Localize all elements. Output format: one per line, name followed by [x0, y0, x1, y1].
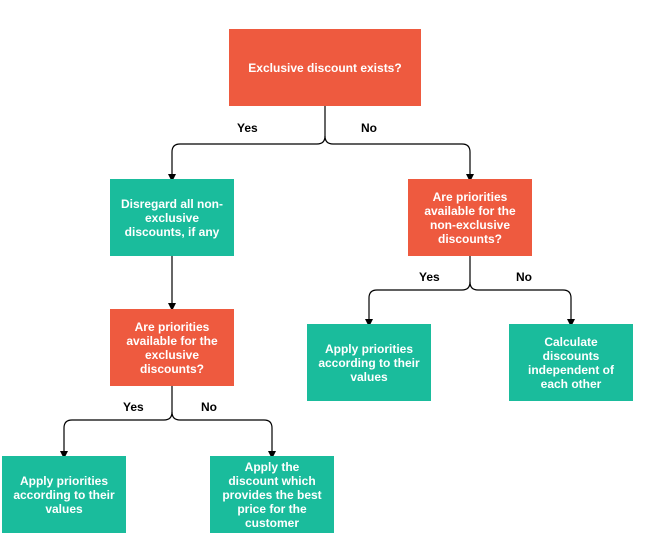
node-apply-best-price: Apply the discount which provides the be… [210, 456, 334, 533]
node-exclusive-discount-exists: Exclusive discount exists? [229, 29, 421, 106]
node-apply-priorities-right: Apply priorities according to their valu… [307, 324, 431, 401]
node-apply-priorities-left: Apply priorities according to their valu… [2, 456, 126, 533]
edge-label-root-no: No [361, 121, 377, 135]
connector-nonexclusive-to-apply-values [365, 256, 471, 327]
node-label: Are priorities available for the non-exc… [424, 189, 516, 246]
connector-root-to-priorities-nonexclusive [324, 135, 474, 182]
node-disregard-non-exclusive: Disregard all non- exclusive discounts, … [110, 179, 234, 256]
edge-label-exclusive-no: No [201, 400, 217, 414]
edge-label-exclusive-yes: Yes [123, 400, 144, 414]
node-label: Apply the discount which provides the be… [222, 459, 322, 530]
node-priorities-exclusive: Are priorities available for the exclusi… [110, 309, 234, 386]
connector-root-to-disregard [168, 106, 326, 182]
node-priorities-non-exclusive: Are priorities available for the non-exc… [408, 179, 532, 256]
node-label: Are priorities available for the exclusi… [126, 319, 218, 376]
node-label: Exclusive discount exists? [248, 60, 402, 75]
connector-exclusive-to-best-price [171, 411, 276, 459]
edge-label-nonexclusive-yes: Yes [419, 270, 440, 284]
node-label: Calculate discounts independent of each … [528, 334, 614, 391]
connector-exclusive-to-apply-values [60, 386, 173, 459]
edge-label-root-yes: Yes [237, 121, 258, 135]
connector-nonexclusive-to-calculate [469, 281, 575, 327]
node-label: Apply priorities according to their valu… [13, 473, 115, 516]
node-label: Disregard all non- exclusive discounts, … [120, 196, 224, 239]
node-calculate-independent: Calculate discounts independent of each … [509, 324, 633, 401]
node-label: Apply priorities according to their valu… [318, 341, 420, 384]
edge-label-nonexclusive-no: No [516, 270, 532, 284]
